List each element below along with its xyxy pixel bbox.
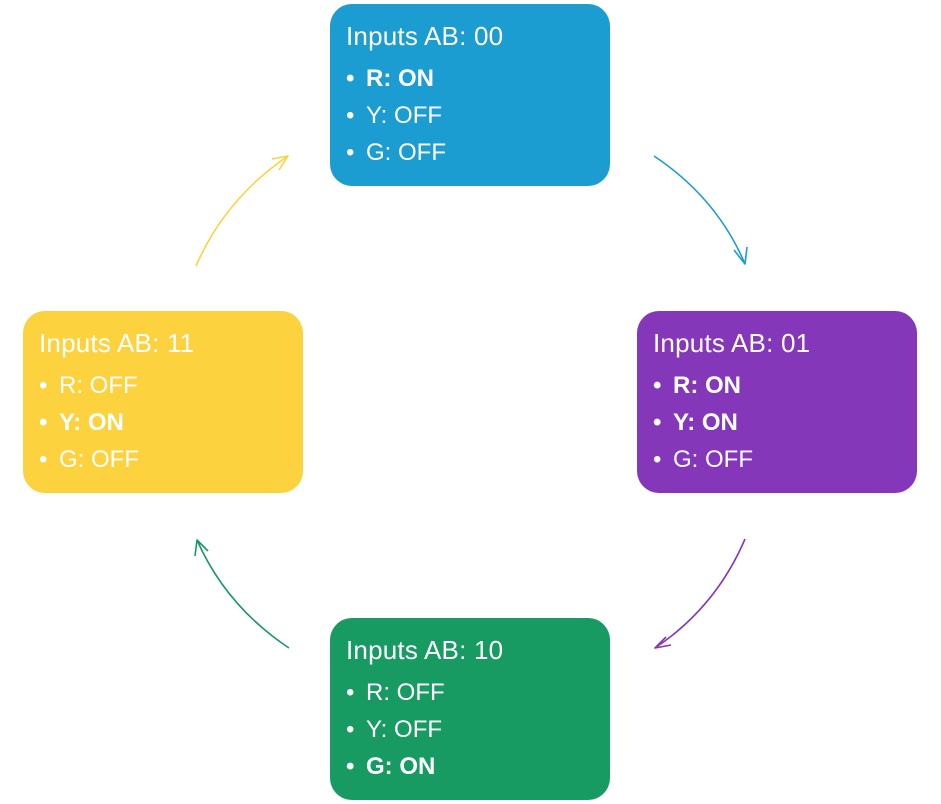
light-list: •R: OFF •Y: ON •G: OFF	[39, 367, 287, 478]
light-label: Y: ON	[673, 409, 738, 436]
light-label: Y: OFF	[366, 716, 443, 743]
light-yellow: •Y: OFF	[346, 716, 443, 743]
arrow-01-to-10	[654, 538, 746, 649]
light-green: •G: ON	[346, 753, 436, 780]
light-label: R: ON	[366, 65, 434, 92]
light-yellow: •Y: ON	[653, 409, 738, 436]
light-label: G: OFF	[59, 446, 139, 473]
light-red: •R: ON	[346, 65, 434, 92]
light-green: •G: OFF	[653, 446, 753, 473]
arrow-11-to-00	[195, 155, 289, 267]
state-box-10: Inputs AB: 10 •R: OFF •Y: OFF •G: ON	[330, 618, 610, 800]
light-list: •R: ON •Y: ON •G: OFF	[653, 367, 901, 478]
light-list: •R: ON •Y: OFF •G: OFF	[346, 60, 594, 171]
light-label: G: OFF	[673, 446, 753, 473]
light-yellow: •Y: ON	[39, 409, 124, 436]
state-title: Inputs AB: 01	[653, 328, 811, 358]
light-list: •R: OFF •Y: OFF •G: ON	[346, 674, 594, 785]
state-box-01: Inputs AB: 01 •R: ON •Y: ON •G: OFF	[637, 311, 917, 493]
light-label: G: OFF	[366, 139, 446, 166]
light-red: •R: OFF	[39, 372, 138, 399]
light-green: •G: OFF	[39, 446, 139, 473]
light-red: •R: ON	[653, 372, 741, 399]
light-red: •R: OFF	[346, 679, 445, 706]
light-label: G: ON	[366, 753, 436, 780]
state-title: Inputs AB: 11	[39, 328, 195, 358]
arrow-10-to-11	[194, 539, 290, 649]
light-label: R: OFF	[366, 679, 445, 706]
light-label: Y: ON	[59, 409, 124, 436]
light-yellow: •Y: OFF	[346, 102, 443, 129]
state-title: Inputs AB: 00	[346, 21, 504, 51]
light-label: R: OFF	[59, 372, 138, 399]
state-box-11: Inputs AB: 11 •R: OFF •Y: ON •G: OFF	[23, 311, 303, 493]
light-label: R: ON	[673, 372, 741, 399]
state-title: Inputs AB: 10	[346, 635, 504, 665]
light-green: •G: OFF	[346, 139, 446, 166]
arrow-00-to-01	[653, 155, 748, 265]
state-box-00: Inputs AB: 00 •R: ON •Y: OFF •G: OFF	[330, 4, 610, 186]
light-label: Y: OFF	[366, 102, 443, 129]
